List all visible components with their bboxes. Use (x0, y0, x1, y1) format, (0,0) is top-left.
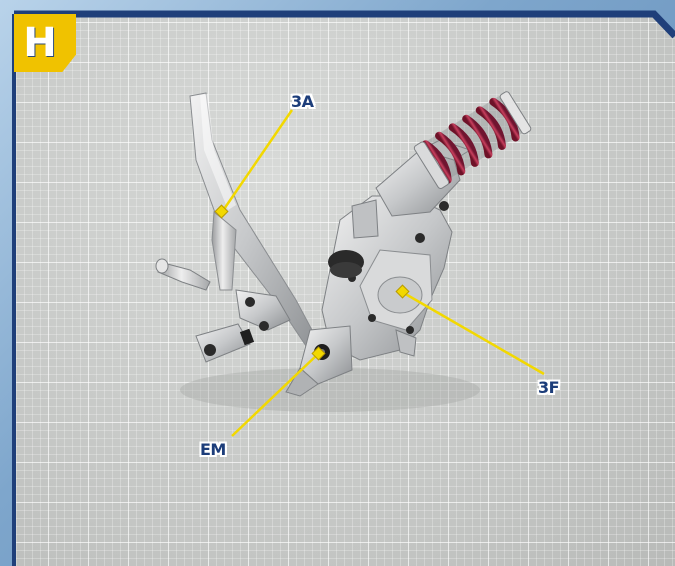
callout-3a-label: 3A (291, 92, 314, 111)
step-badge: H (14, 14, 76, 72)
callout-lines (214, 109, 545, 437)
step-label: H (23, 20, 57, 66)
callout-3f-label: 3F (538, 378, 560, 397)
callout-em-label: EM (200, 440, 226, 459)
cutting-mat-photo (14, 14, 675, 566)
suspension-assembly-part (155, 91, 532, 412)
